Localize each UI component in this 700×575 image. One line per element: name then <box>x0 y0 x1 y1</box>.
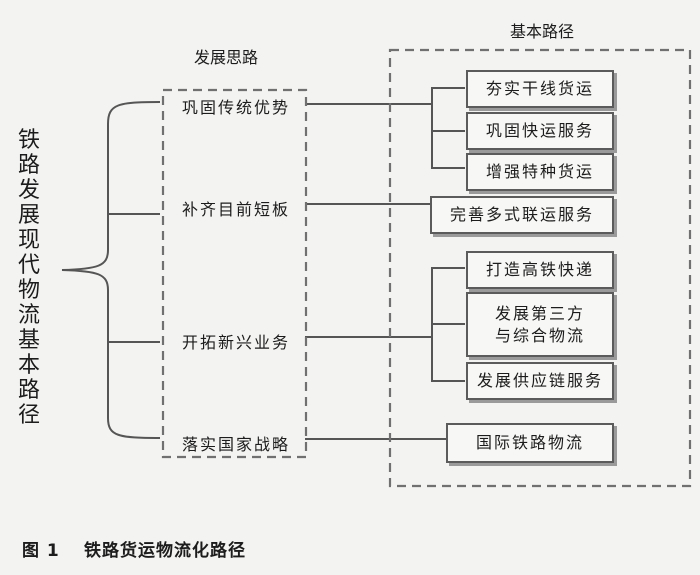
path-trunk-freight: 夯实干线货运 <box>466 70 614 108</box>
strategy-consolidate: 巩固传统优势 <box>182 98 291 117</box>
path-express-service: 巩固快运服务 <box>466 112 614 150</box>
path-supply-chain: 发展供应链服务 <box>466 362 614 400</box>
path-high-speed-express: 打造高铁快递 <box>466 251 614 289</box>
main-title: 铁路发展现代物流基本路径 <box>17 128 40 428</box>
path-third-party-logistics: 发展第三方与综合物流 <box>466 292 614 357</box>
figure-caption: 铁路货运物流化路径 <box>84 541 246 561</box>
thinking-dashed-frame <box>161 88 308 459</box>
strategy-fill-gaps: 补齐目前短板 <box>182 200 291 219</box>
paths-dashed-frame <box>388 48 692 488</box>
strategy-new-business: 开拓新兴业务 <box>182 333 291 352</box>
path-special-freight: 增强特种货运 <box>466 153 614 191</box>
thinking-header: 发展思路 <box>194 48 259 67</box>
path-international: 国际铁路物流 <box>446 423 614 463</box>
figure-number: 图 1 <box>22 541 60 561</box>
path-multimodal: 完善多式联运服务 <box>430 196 614 234</box>
paths-header: 基本路径 <box>510 22 575 41</box>
strategy-national: 落实国家战略 <box>182 435 291 454</box>
